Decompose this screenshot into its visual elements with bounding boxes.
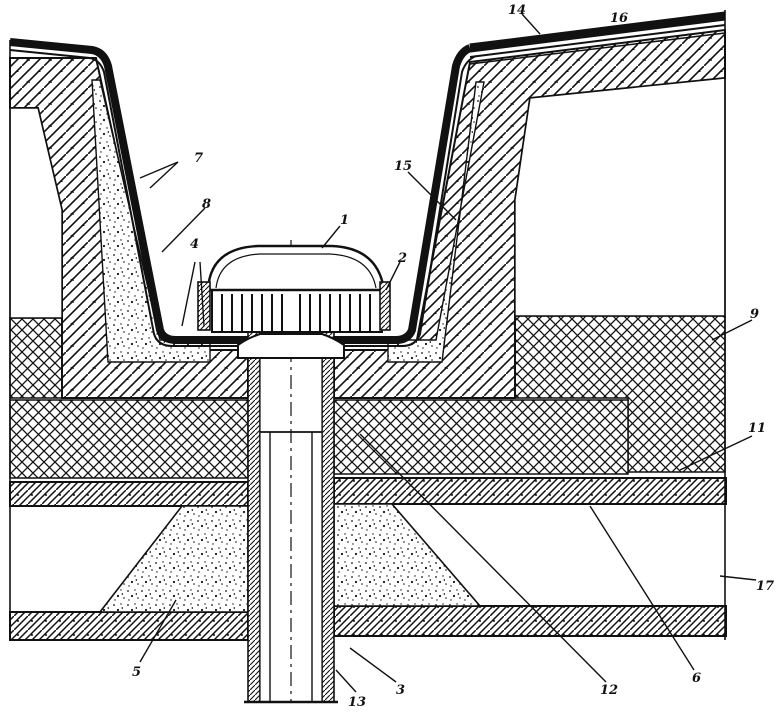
drain-pipe: [244, 240, 338, 704]
label-2: 2: [397, 251, 407, 266]
label-1: 1: [340, 213, 349, 228]
label-11: 11: [748, 421, 766, 436]
label-16: 16: [610, 11, 628, 26]
insulation-layer: [9, 315, 726, 479]
drain-cap-grate: [197, 244, 391, 359]
callout-labels: 1 2 3 4 5 6 7 8 9 11 12 13 14 15 16 17: [132, 3, 774, 710]
label-7: 7: [194, 151, 203, 166]
label-8: 8: [202, 197, 211, 212]
label-4: 4: [190, 237, 199, 252]
label-9: 9: [750, 307, 759, 322]
label-12: 12: [600, 683, 618, 698]
label-6: 6: [692, 671, 701, 686]
label-14: 14: [508, 3, 526, 18]
leader-lines: [139, 13, 757, 693]
label-17: 17: [756, 579, 774, 594]
label-5: 5: [132, 665, 141, 680]
label-15: 15: [394, 159, 412, 174]
roofing-membrane: [9, 11, 726, 347]
label-3: 3: [396, 683, 405, 698]
label-13: 13: [348, 695, 366, 710]
